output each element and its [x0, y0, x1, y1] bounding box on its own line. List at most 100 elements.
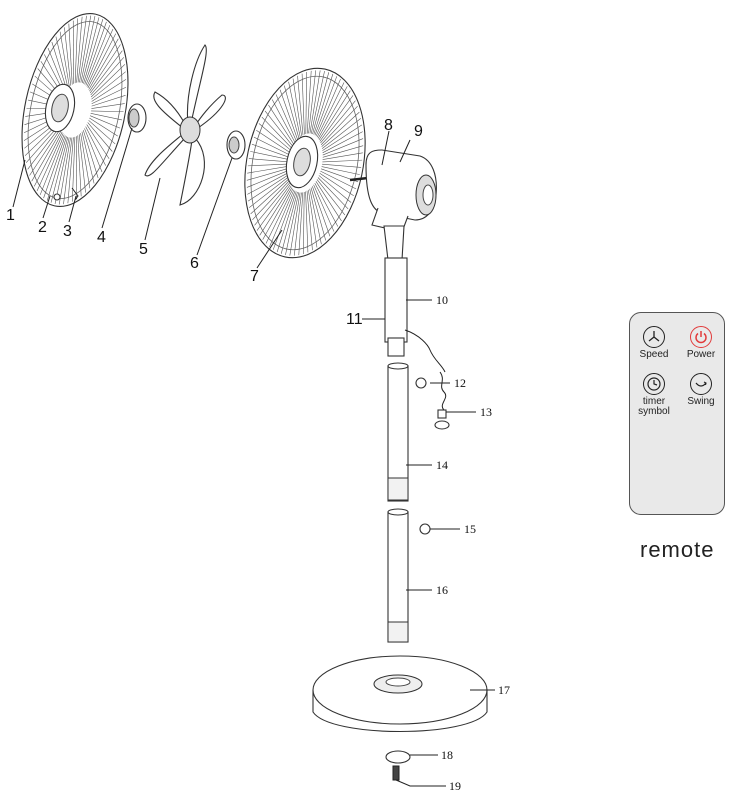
label-6: 6 — [190, 255, 199, 272]
timer-icon — [643, 373, 665, 395]
grill-rib — [314, 182, 339, 227]
base-bolt — [392, 765, 418, 787]
grill-rib — [87, 33, 117, 89]
base — [312, 655, 488, 732]
grill-rib — [91, 86, 127, 105]
grill-rib — [250, 179, 289, 215]
remote-caption: remote — [640, 537, 715, 562]
grill-rib — [63, 137, 73, 205]
grill-rib — [79, 15, 92, 83]
grill-rib — [59, 31, 70, 87]
label-15: 15 — [464, 522, 476, 536]
grill-rib — [276, 191, 297, 253]
upper-pole — [383, 225, 446, 373]
grill-rib — [91, 103, 125, 109]
grill-rib — [271, 99, 296, 144]
grill-rib — [301, 73, 305, 135]
rear-grill — [21, 13, 129, 207]
grill-rib — [319, 173, 354, 197]
power-button[interactable]: Power — [678, 326, 724, 360]
grill-rib — [51, 41, 68, 90]
grill-rib — [54, 137, 70, 204]
grill-rib — [288, 81, 301, 138]
grill-rib — [91, 95, 126, 107]
fan-blade — [144, 44, 226, 206]
grill-rib — [306, 70, 312, 134]
grill-rib — [305, 191, 309, 253]
grill-rib — [310, 70, 325, 134]
grill-rib — [72, 136, 76, 202]
grill-rib — [31, 130, 62, 182]
leader-lines — [12, 127, 495, 787]
grill-rib — [248, 158, 288, 163]
grill-rib — [256, 129, 291, 153]
label-1: 1 — [6, 207, 15, 224]
grill-rib — [272, 190, 296, 250]
grill-rib — [313, 184, 335, 232]
grill-rib — [251, 143, 290, 158]
grill-rib — [68, 23, 73, 85]
grill-rib — [46, 136, 67, 201]
motor-housing — [349, 149, 437, 233]
remote-control: Speed Power timer symbol Swing — [629, 312, 725, 515]
grill-rib — [317, 177, 349, 210]
grill-rib — [310, 187, 327, 241]
grill-rib — [279, 89, 298, 140]
grill-rib — [36, 133, 64, 192]
grill-rib — [84, 128, 103, 173]
grill-rib — [91, 110, 124, 113]
label-13: 13 — [480, 405, 492, 419]
grill-rib — [27, 126, 61, 170]
grill-rib — [269, 189, 295, 247]
grill-rib — [86, 28, 114, 87]
grill-rib — [285, 192, 300, 256]
timer-button[interactable]: timer symbol — [631, 373, 677, 417]
label-14: 14 — [436, 458, 448, 472]
grill-rib — [81, 17, 100, 84]
grill-rib — [259, 186, 292, 236]
grill-rib — [250, 151, 289, 160]
grill-rib — [29, 128, 61, 176]
grill-rib — [67, 137, 74, 204]
grill-rib — [55, 36, 69, 89]
base-washer — [385, 750, 411, 764]
grill-rib — [316, 82, 345, 138]
grill-rib — [297, 75, 304, 136]
blade-nut — [226, 130, 246, 160]
speed-button[interactable]: Speed — [631, 326, 677, 360]
power-icon — [690, 326, 712, 348]
swing-button[interactable]: Swing — [678, 373, 724, 407]
grill-rib — [262, 187, 293, 240]
height-knob — [419, 523, 431, 535]
grill-rib — [76, 16, 83, 83]
spinner-cap — [127, 103, 147, 133]
grill-rib — [313, 73, 334, 135]
grill-rib — [314, 76, 338, 136]
grill-clip — [53, 193, 61, 201]
grill-rib — [82, 130, 99, 179]
grill-rib — [275, 94, 297, 142]
grill-rib — [318, 90, 351, 140]
grill-rib — [74, 18, 78, 84]
grill-rib — [322, 124, 363, 151]
grill-rib — [76, 136, 78, 200]
label-3: 3 — [63, 223, 72, 240]
grill-rib — [308, 189, 318, 248]
grill-rib — [89, 50, 123, 94]
grill-rib — [247, 163, 288, 167]
grill-rib — [308, 70, 317, 134]
grill-rib — [78, 134, 86, 193]
grill-rib — [315, 79, 341, 137]
grill-rib — [88, 120, 116, 145]
grill-rib — [309, 188, 322, 245]
label-18: 18 — [441, 748, 453, 762]
grill-rib — [256, 184, 291, 231]
label-11: 11 — [346, 311, 363, 328]
grill-rib — [91, 79, 127, 102]
timer-label-1: timer — [642, 396, 666, 407]
grill-rib — [309, 70, 321, 134]
grill-rib — [254, 182, 290, 226]
grill-rib — [77, 15, 87, 83]
grill-rib — [312, 186, 331, 237]
